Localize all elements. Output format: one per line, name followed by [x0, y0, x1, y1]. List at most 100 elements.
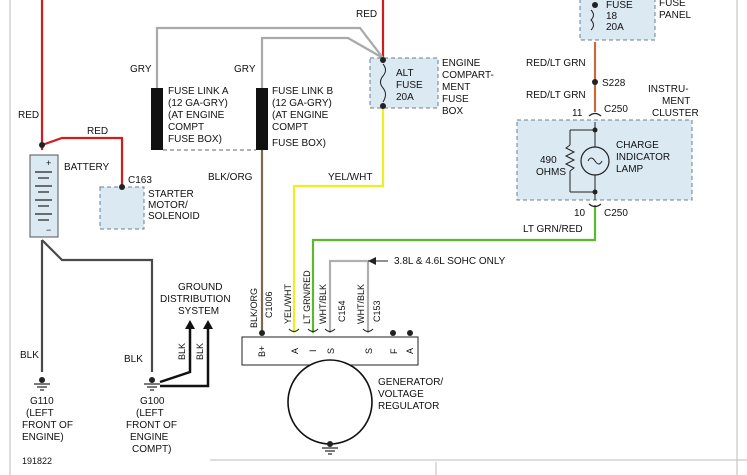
fuse-box-label-3: MENT — [442, 82, 470, 93]
fuse-link-b-line-1: FUSE LINK B — [272, 86, 333, 97]
gen-pin-label-yel-wht: YEL/WHT — [283, 283, 293, 324]
starter-box — [99, 186, 145, 230]
gen-pin-label-lt-grn-red: LT GRN/RED — [302, 270, 312, 324]
lt-grn-red-label: LT GRN/RED — [523, 224, 583, 235]
g100-label-4: ENGINE — [130, 432, 169, 443]
gen-pin-label-blk-org: BLK/ORG — [249, 288, 259, 328]
gry-wire-fuse-link-a — [155, 26, 384, 88]
gen-term-s2: S — [364, 348, 374, 354]
fuse-link-a-line-5: FUSE BOX) — [168, 134, 222, 145]
g110-label-1: G110 — [30, 396, 54, 407]
alt-fuse-label-2: FUSE — [396, 80, 423, 91]
gen-term-f: F — [389, 348, 399, 354]
fuse-link-a-line-3: (AT ENGINE — [168, 110, 225, 121]
ohms-unit: OHMS — [536, 167, 566, 178]
fuse-box-label-2: COMPART- — [442, 70, 494, 81]
ground-dist-arrow-head-2 — [203, 320, 213, 329]
connector-c250-top — [588, 112, 602, 117]
blk-wire-g100 — [41, 239, 154, 372]
cluster-node-bottom — [592, 189, 598, 195]
generator-pin-connectors — [288, 328, 374, 332]
gen-pin-label-c1006: C1006 — [264, 291, 274, 318]
gry-label-b: GRY — [234, 64, 256, 75]
fuse-panel-box — [579, 0, 656, 41]
ground-dist-title-2: DISTRIBUTION — [160, 294, 231, 305]
ground-dist-arrow-head-1 — [185, 320, 195, 329]
gen-pin-a2 — [407, 330, 413, 336]
cluster-node-top — [592, 127, 598, 133]
blk-org-label: BLK/ORG — [208, 172, 253, 183]
gen-term-i: I — [308, 349, 318, 352]
ground-g110 — [34, 377, 50, 391]
lt-grn-red-wire — [311, 205, 597, 333]
blk-label-mid: BLK — [124, 354, 143, 365]
starter-connector: C163 — [128, 175, 152, 186]
fuse-link-b-symbol — [256, 88, 268, 150]
g110-label-4: ENGINE) — [22, 432, 64, 443]
fuse-box-label-4: FUSE — [442, 94, 469, 105]
lamp-label-1: CHARGE — [616, 140, 659, 151]
fuse-panel-label-1: FUSE — [659, 0, 686, 9]
ground-dist-blk-2: BLK — [195, 343, 205, 360]
starter-label-1: STARTER — [148, 189, 194, 200]
battery-label: BATTERY — [64, 162, 110, 173]
g100-label-2: (LEFT — [136, 408, 164, 419]
starter-label-2: MOTOR/ — [148, 200, 188, 211]
fuse18-symbol — [590, 9, 594, 31]
gen-pin-label-c154: C154 — [337, 300, 347, 322]
gen-pin-label-wht-blk-2: WHT/BLK — [356, 284, 366, 324]
gen-pin-f — [390, 330, 396, 336]
generator-label-2: VOLTAGE — [378, 389, 424, 400]
fuse-link-b-line-4: COMPT — [272, 122, 308, 133]
battery-pos-splice — [39, 142, 45, 148]
sohc-note: 3.8L & 4.6L SOHC ONLY — [394, 256, 506, 267]
yel-wht-wire — [292, 108, 385, 333]
generator-label-3: REGULATOR — [378, 401, 439, 412]
red-ltgrn-label-bottom: RED/LT GRN — [526, 90, 586, 101]
cluster-internal-circuit — [564, 122, 596, 200]
battery-cells — [35, 171, 52, 221]
battery-body — [29, 154, 59, 238]
gry-wire-fuse-link-b — [260, 36, 384, 88]
gen-term-s1: S — [326, 348, 336, 354]
fuse18-label-1: FUSE — [606, 0, 633, 11]
g110-label-3: FRONT OF — [22, 420, 73, 431]
instrument-cluster-box — [516, 119, 693, 201]
cluster-conn-top: C250 — [604, 104, 628, 115]
figure-id: 191822 — [22, 456, 52, 466]
blk-label-left: BLK — [20, 350, 39, 361]
fuse18-terminal — [592, 2, 598, 8]
ground-dist-title-3: SYSTEM — [178, 306, 219, 317]
generator-label-1: GENERATOR/ — [378, 377, 443, 388]
sohc-arrow-head — [368, 257, 376, 265]
yel-wht-label: YEL/WHT — [328, 172, 372, 183]
splice-label: S228 — [602, 78, 626, 89]
fuse-link-b-label: FUSE LINK B (12 GA-GRY) (AT ENGINE COMPT… — [272, 86, 333, 149]
fuse-link-b-line-3: (AT ENGINE — [272, 110, 329, 121]
ground-dist-title-1: GROUND — [178, 282, 222, 293]
generator-body — [287, 359, 373, 445]
wht-blk-sense-wire — [328, 259, 370, 333]
battery-plus: + — [46, 158, 51, 168]
gen-term-a: A — [290, 348, 300, 354]
fuse-link-a-line-4: COMPT — [168, 122, 204, 133]
gen-pin-label-wht-blk-1: WHT/BLK — [318, 284, 328, 324]
engine-compartment-fuse-box — [369, 57, 439, 109]
starter-label-3: SOLENOID — [148, 211, 200, 222]
fuse-link-b-line-2: (12 GA-GRY) — [272, 98, 332, 109]
starter-terminal — [119, 184, 125, 190]
lamp-label-2: INDICATOR — [616, 152, 670, 163]
red-label-right: RED — [87, 126, 108, 137]
fuse-link-a-line-1: FUSE LINK A — [168, 86, 229, 97]
lamp-label-3: LAMP — [616, 164, 644, 175]
alt-fuse-symbol — [380, 63, 386, 103]
gen-term-a2: A — [405, 348, 415, 354]
splice-s228 — [592, 79, 598, 85]
cluster-title-1: INSTRU- — [648, 84, 689, 95]
lamp-filament — [587, 157, 603, 165]
cluster-pin-11: 11 — [572, 108, 583, 119]
ohms-value: 490 — [540, 155, 557, 166]
fuse18-label-2: 18 — [606, 11, 618, 22]
